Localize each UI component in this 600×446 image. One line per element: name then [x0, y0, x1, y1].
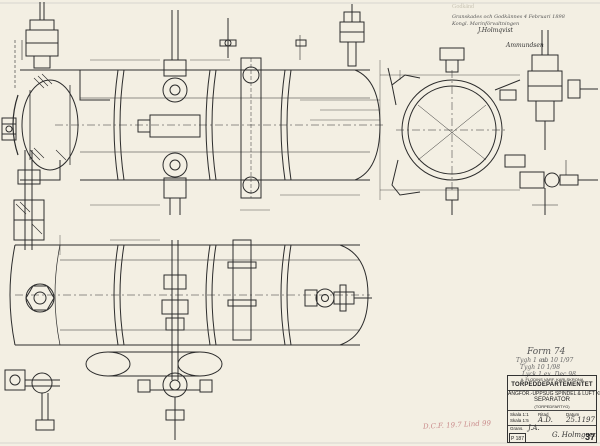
checked-label: Grans.: [510, 426, 524, 431]
sheet-number: P 187: [509, 433, 526, 443]
title-block-divider: [508, 410, 596, 411]
drawn-by-label: Ritad: [538, 412, 549, 417]
company-name: A. FLODINS VARF. KARLSKRONA: [520, 377, 584, 382]
stamp-signature: J.Holmqvist: [478, 27, 513, 34]
year-value: 97: [586, 416, 595, 424]
scale-value: Skala 1:5: [510, 418, 529, 423]
handwritten-note-b: ab 10 1/97: [541, 357, 574, 364]
title-block-divider: [508, 425, 596, 426]
title-block-divider: [508, 390, 596, 391]
handwritten-note-c: Tygh 10 1/98: [520, 364, 561, 371]
date-value: 25.11.: [566, 416, 589, 424]
drawing-title-line-1: ÅNGFÖR.-UPPSUG SPINDEL & LUFT KRAN: [508, 391, 600, 397]
form-number-note: Form 74: [527, 347, 566, 357]
title-block: A. FLODINS VARF. KARLSKRONA TORPEDDEPART…: [507, 375, 600, 443]
approval-stamp-line-1: Granskades och Godkännes 4 Februari 1898: [452, 14, 565, 20]
checked-signature: J.A.: [528, 424, 540, 432]
department-name: TORPEDDEPARTEMENTET: [511, 382, 593, 388]
approval-stamp-line-2: Kongl. Marinförvaltningen: [452, 21, 520, 27]
drawing-title-line-3: (TORPEDFARTYG): [534, 404, 570, 409]
faded-stamp: Godkänd: [452, 4, 474, 10]
handwritten-note-a: Tygh 1 ex.: [516, 357, 548, 364]
scale-label: Skala 1:1: [510, 412, 529, 417]
drawing-number: 37: [584, 432, 595, 442]
drawn-by-value: A.D.: [538, 416, 553, 424]
approver-signature: Ammundsen: [506, 42, 544, 49]
title-block-signature: G. Holmgren: [552, 431, 598, 439]
handwritten-note-d: Lyck 1 ex. Dec 98: [522, 371, 576, 378]
drawing-title-line-2: SEPARATOR: [533, 397, 570, 403]
date-label: Datum: [566, 412, 580, 417]
